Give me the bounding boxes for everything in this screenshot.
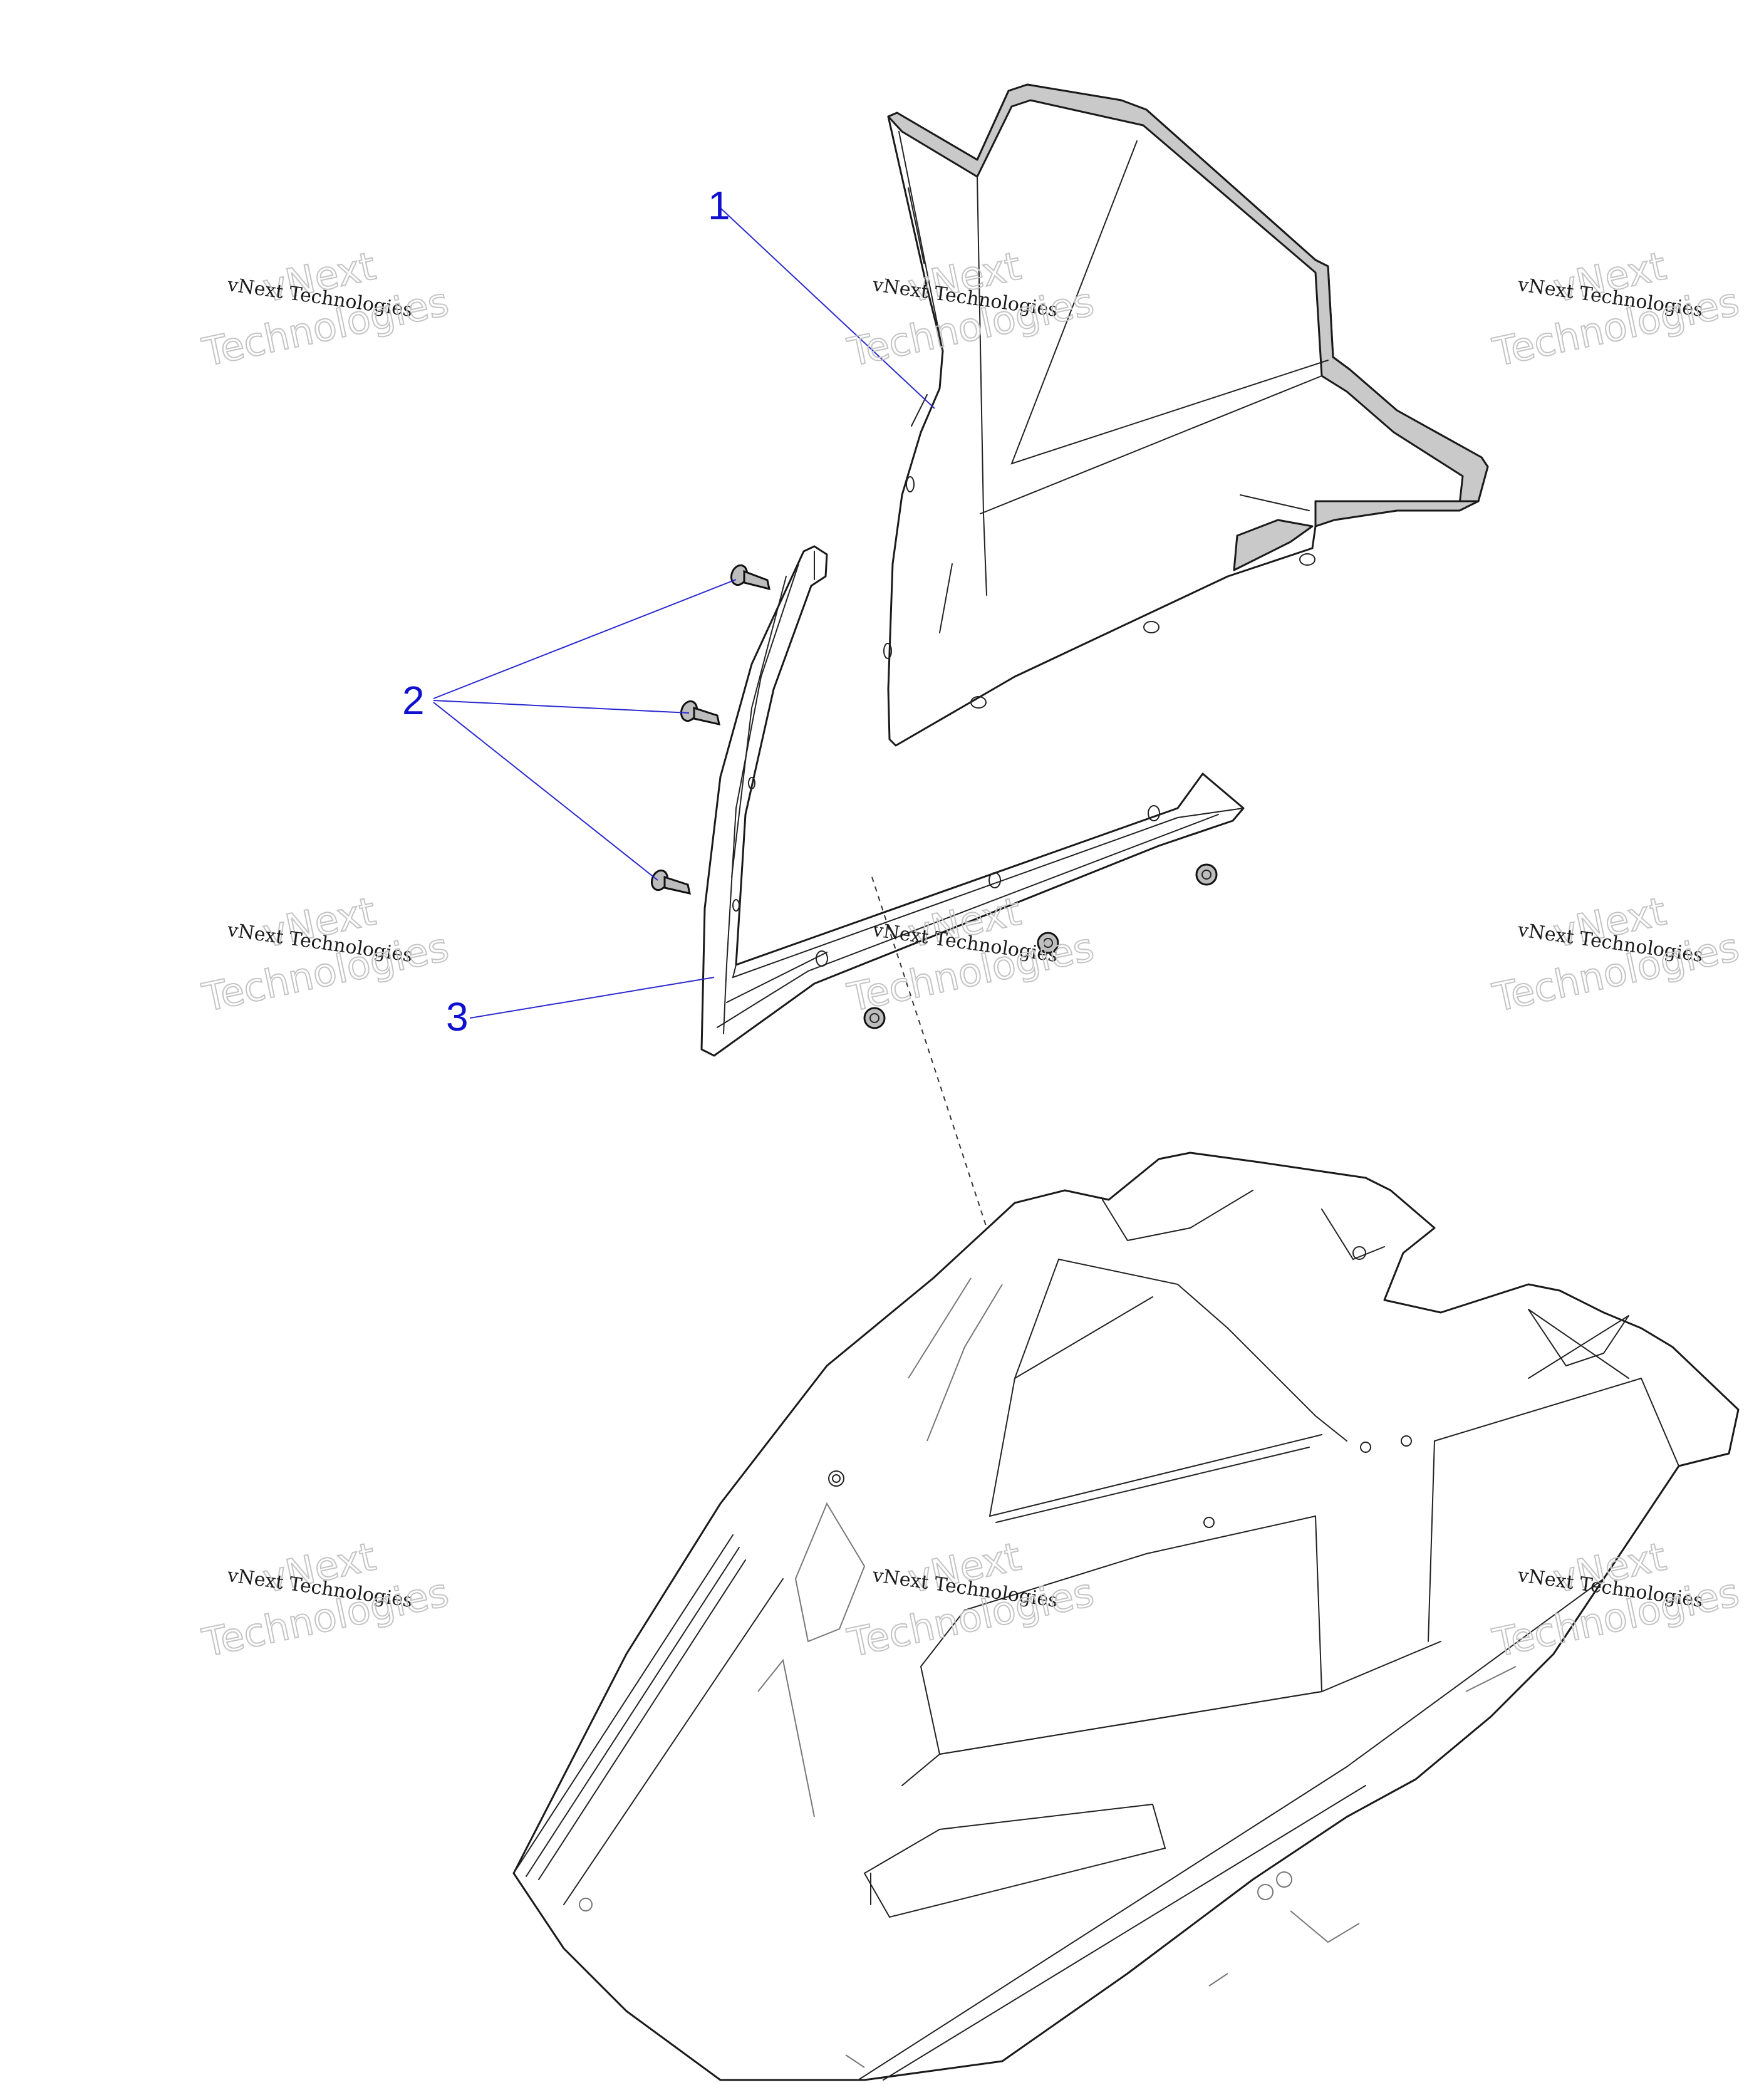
vehicle-body — [512, 1152, 1740, 2081]
fastener-group — [650, 564, 1218, 1029]
well-nut-3 — [863, 1007, 886, 1029]
leader-3 — [469, 977, 715, 1019]
well-nut-2 — [1037, 932, 1059, 954]
windshield-seal-part — [700, 545, 1245, 1057]
leader-lines — [433, 207, 935, 1019]
watermark: vNext vNext Technologies Technologies — [1488, 888, 1744, 1021]
well-nut-1 — [1195, 863, 1218, 886]
watermark: vNext vNext Technologies Technologies — [198, 242, 454, 376]
leader-2b — [433, 700, 690, 714]
callout-3: 3 — [446, 994, 469, 1039]
fastener-3 — [650, 869, 691, 895]
watermark: vNext vNext Technologies Technologies — [198, 1533, 454, 1666]
leader-2c — [433, 702, 658, 881]
watermark: vNext vNext Technologies Technologies — [198, 888, 454, 1021]
callout-1: 1 — [708, 183, 730, 228]
leader-2a — [433, 579, 737, 699]
leader-1 — [720, 207, 935, 409]
windshield-part — [883, 83, 1489, 747]
callout-2: 2 — [402, 678, 425, 723]
assembly-dash-line — [871, 876, 1100, 1573]
fastener-1 — [730, 564, 770, 591]
fastener-2 — [680, 700, 720, 725]
watermark: vNext vNext Technologies Technologies — [1488, 242, 1744, 376]
callouts: 1 2 3 — [402, 183, 730, 1039]
